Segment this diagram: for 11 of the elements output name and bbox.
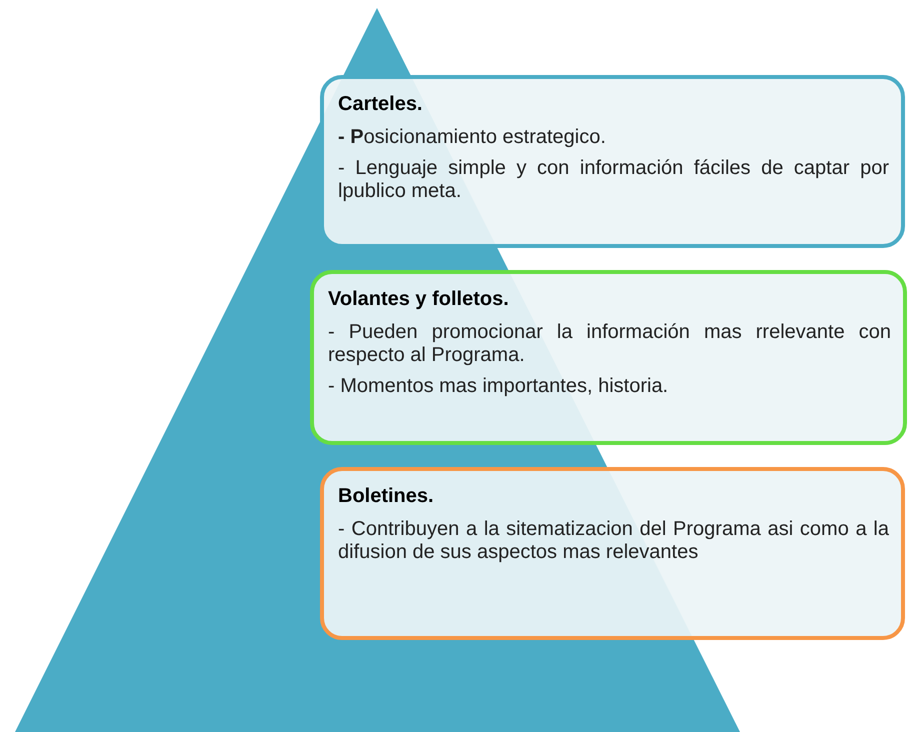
bullet-text: - Momentos mas importantes, historia. (328, 375, 670, 398)
bullet-text: - Lenguaje simple y con información fáciles de captar por lpublico meta. (338, 157, 889, 203)
card-heading: Volantes y folletos. (328, 288, 509, 311)
text-card (310, 270, 907, 445)
bullet-text: - Contribuyen a la sitematizacion del Programa asi como a la difusion de sus aspectos mas relevantes (338, 518, 889, 564)
card-heading: Boletines. (338, 485, 434, 508)
bullet-text: - Posicionamiento estrategico. (338, 126, 607, 149)
text-card (320, 467, 905, 640)
card-heading: Carteles. (338, 93, 422, 116)
text-card (320, 75, 905, 248)
bullet-text: - Pueden promocionar la información mas rrelevante con respecto al Programa. (328, 321, 891, 367)
